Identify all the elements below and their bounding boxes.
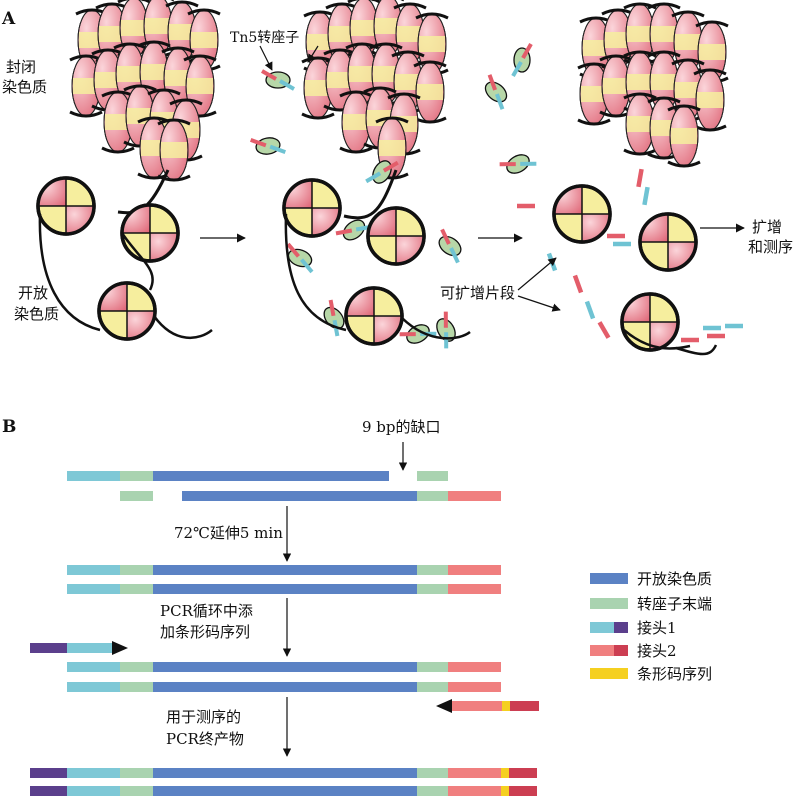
- svg-text:染色质: 染色质: [2, 78, 47, 96]
- closed-chromatin-cluster-1: [68, 0, 222, 182]
- svg-text:接头1: 接头1: [637, 619, 677, 637]
- tn5-transposome: [475, 72, 517, 112]
- svg-text:开放: 开放: [18, 284, 48, 302]
- svg-text:接头2: 接头2: [637, 642, 677, 660]
- nucleosome: [120, 203, 180, 263]
- tn5-transposome: [497, 146, 539, 182]
- nucleosome: [97, 281, 157, 341]
- strand-pair-extended: [67, 565, 501, 594]
- amplifiable-label: 可扩增片段: [440, 284, 515, 302]
- svg-text:封闭: 封闭: [6, 58, 36, 76]
- nucleosome: [552, 184, 612, 244]
- legend-item-transposon-end: 转座子末端: [590, 595, 712, 613]
- step1-label: 72℃延伸5 min: [174, 524, 283, 542]
- svg-text:PCR终产物: PCR终产物: [166, 730, 244, 748]
- legend-item-adapter-1: 接头1: [590, 619, 677, 637]
- svg-text:转座子末端: 转座子末端: [637, 595, 712, 613]
- tn5-transposome: [248, 132, 288, 160]
- nucleosome: [638, 212, 698, 272]
- svg-text:和测序: 和测序: [748, 238, 793, 256]
- nucleosome: [282, 178, 342, 238]
- amplify-sequence-label: 扩增 和测序: [748, 218, 793, 256]
- svg-text:用于测序的: 用于测序的: [166, 708, 241, 726]
- svg-text:条形码序列: 条形码序列: [637, 665, 712, 683]
- panel-a-label: A: [1, 9, 16, 29]
- nucleosome: [344, 286, 404, 346]
- closed-chromatin-cluster-2: [300, 0, 450, 180]
- closed-chromatin-label: 封闭 染色质: [2, 58, 47, 96]
- legend-item-barcode: 条形码序列: [590, 665, 712, 683]
- gap-label: 9 bp的缺口: [362, 418, 441, 436]
- svg-text:扩增: 扩增: [752, 218, 782, 236]
- svg-text:PCR循环中添: PCR循环中添: [160, 602, 253, 620]
- tn5-transposome: [511, 42, 533, 78]
- tn5-transposome: [260, 69, 296, 91]
- legend-item-chromatin: 开放染色质: [590, 570, 712, 588]
- tn5-transposome: [397, 316, 439, 352]
- svg-text:加条形码序列: 加条形码序列: [160, 623, 250, 641]
- strand-pair-pcr: [67, 662, 501, 692]
- closed-chromatin-cluster-3: [576, 2, 730, 168]
- primer-1: [30, 641, 128, 655]
- step2-label: PCR循环中添 加条形码序列: [160, 602, 253, 641]
- open-chromatin-label: 开放 染色质: [14, 284, 59, 323]
- nucleosome: [36, 176, 96, 236]
- svg-text:染色质: 染色质: [14, 305, 59, 323]
- tn5-transposome: [428, 309, 464, 351]
- tn5-label: Tn5转座子: [230, 30, 299, 46]
- legend-item-adapter-2: 接头2: [590, 642, 677, 660]
- nucleosome: [366, 206, 426, 266]
- final-pcr-product: [30, 768, 537, 796]
- nucleosome: [620, 292, 680, 352]
- tn5-transposome: [429, 227, 471, 265]
- primer-2: [436, 699, 539, 713]
- strand-pair-gapped: [67, 471, 501, 501]
- panel-b-label: B: [2, 417, 16, 437]
- legend: 开放染色质 转座子末端 接头1 接头2 条形码序列: [590, 570, 712, 683]
- svg-text:开放染色质: 开放染色质: [637, 570, 712, 588]
- step3-label: 用于测序的 PCR终产物: [166, 708, 244, 748]
